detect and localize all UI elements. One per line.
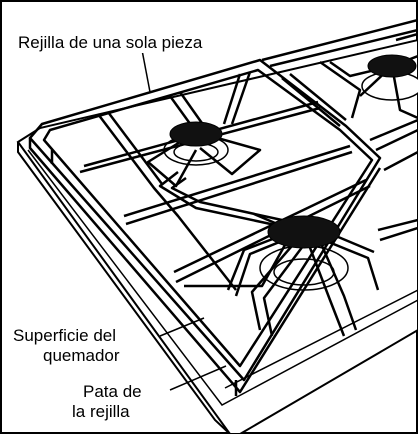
label-burner-surface-line2: quemador xyxy=(43,346,120,365)
leader-surface xyxy=(159,317,205,337)
leader-grate xyxy=(141,49,151,93)
label-grate-leg-line1: Pata de xyxy=(83,382,142,401)
leader-leg xyxy=(169,365,227,391)
burner-cap-left-rear xyxy=(169,121,223,147)
grate-right xyxy=(261,18,418,242)
label-grate-leg-line2: la rejilla xyxy=(72,402,130,421)
leader-lines xyxy=(141,49,227,391)
label-grate: Rejilla de una sola pieza xyxy=(18,33,203,53)
burner-caps xyxy=(169,54,417,249)
burner-cap-right-front xyxy=(267,215,341,249)
label-burner-surface-line1: Superficie del xyxy=(13,326,117,345)
burner-cap-right-rear xyxy=(367,54,417,78)
